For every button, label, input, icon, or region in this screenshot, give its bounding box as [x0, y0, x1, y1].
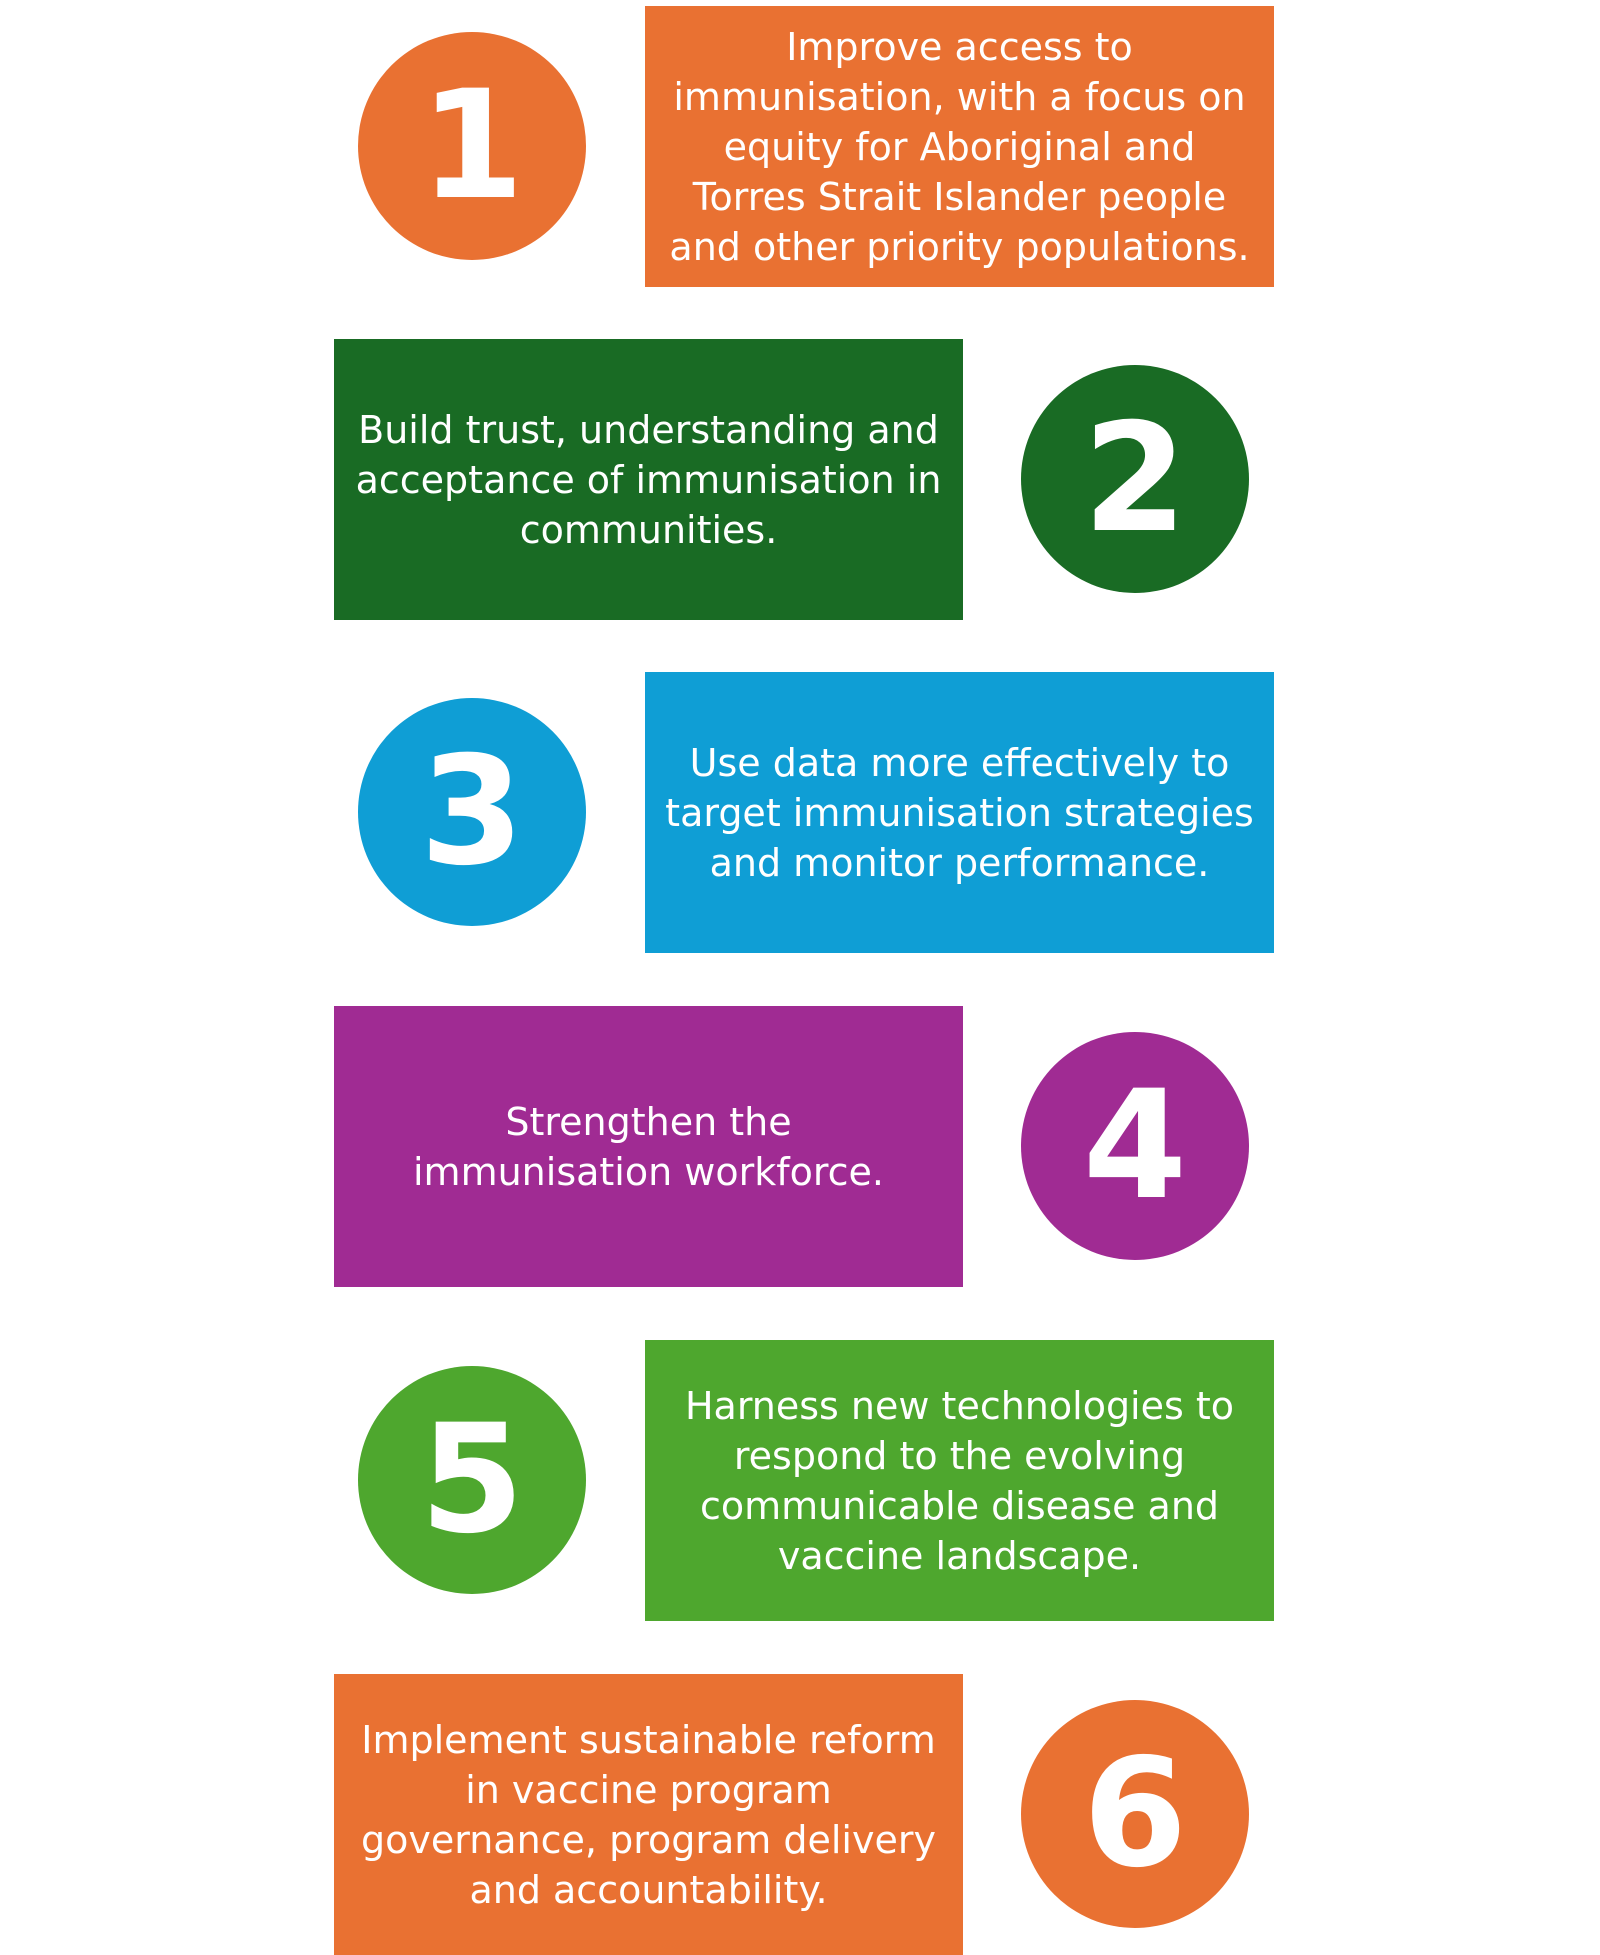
number-circle: 6 — [1021, 1700, 1249, 1928]
priority-text-box: Use data more effectively to target immu… — [645, 672, 1274, 953]
priority-text-box: Build trust, understanding and acceptanc… — [334, 339, 963, 620]
priority-text-box: Improve access to immunisation, with a f… — [645, 6, 1274, 287]
priority-text-box: Strengthen the immunisation workforce. — [334, 1006, 963, 1287]
priority-text-box: Harness new technologies to respond to t… — [645, 1340, 1274, 1621]
number-circle: 2 — [1021, 365, 1249, 593]
number-circle: 1 — [358, 32, 586, 260]
number-circle: 4 — [1021, 1032, 1249, 1260]
number-circle: 5 — [358, 1366, 586, 1594]
number-circle: 3 — [358, 698, 586, 926]
priority-text-box: Implement sustainable reform in vaccine … — [334, 1674, 963, 1955]
